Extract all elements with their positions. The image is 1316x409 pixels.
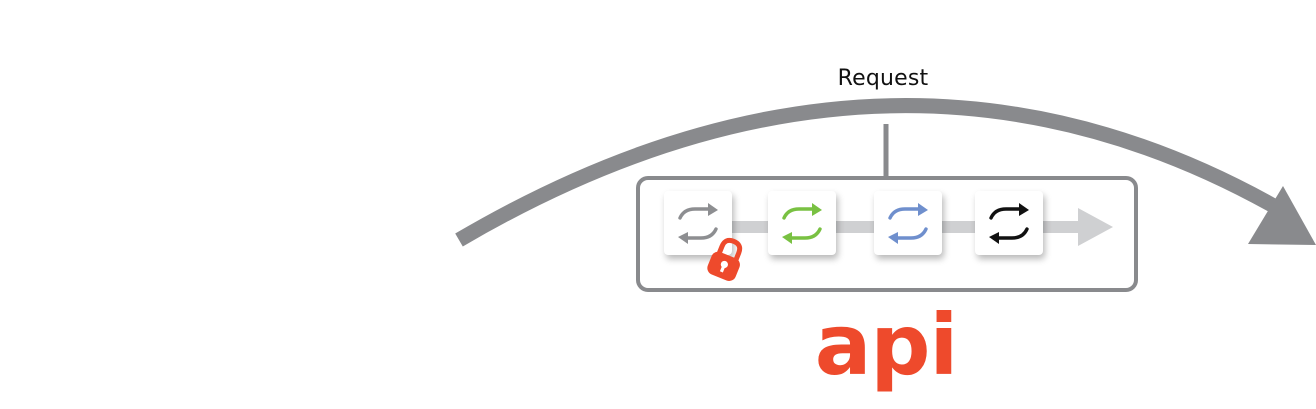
sync-icon bbox=[678, 203, 718, 244]
sync-icon bbox=[782, 203, 822, 244]
sync-icon bbox=[888, 203, 928, 244]
request-flow-arrowhead bbox=[1248, 186, 1316, 245]
api-logo: api bbox=[814, 296, 959, 394]
request-flow-arc bbox=[455, 98, 1276, 247]
pipeline-stage-3 bbox=[874, 191, 942, 255]
pipeline-stage-2 bbox=[768, 191, 836, 255]
request-label: Request bbox=[837, 66, 929, 91]
lock-icon bbox=[707, 237, 743, 281]
pipeline-track-arrowhead bbox=[1078, 208, 1113, 246]
pipeline-stage-1 bbox=[664, 191, 732, 255]
pipeline-stage-4 bbox=[975, 191, 1043, 255]
sync-icon bbox=[989, 203, 1029, 244]
